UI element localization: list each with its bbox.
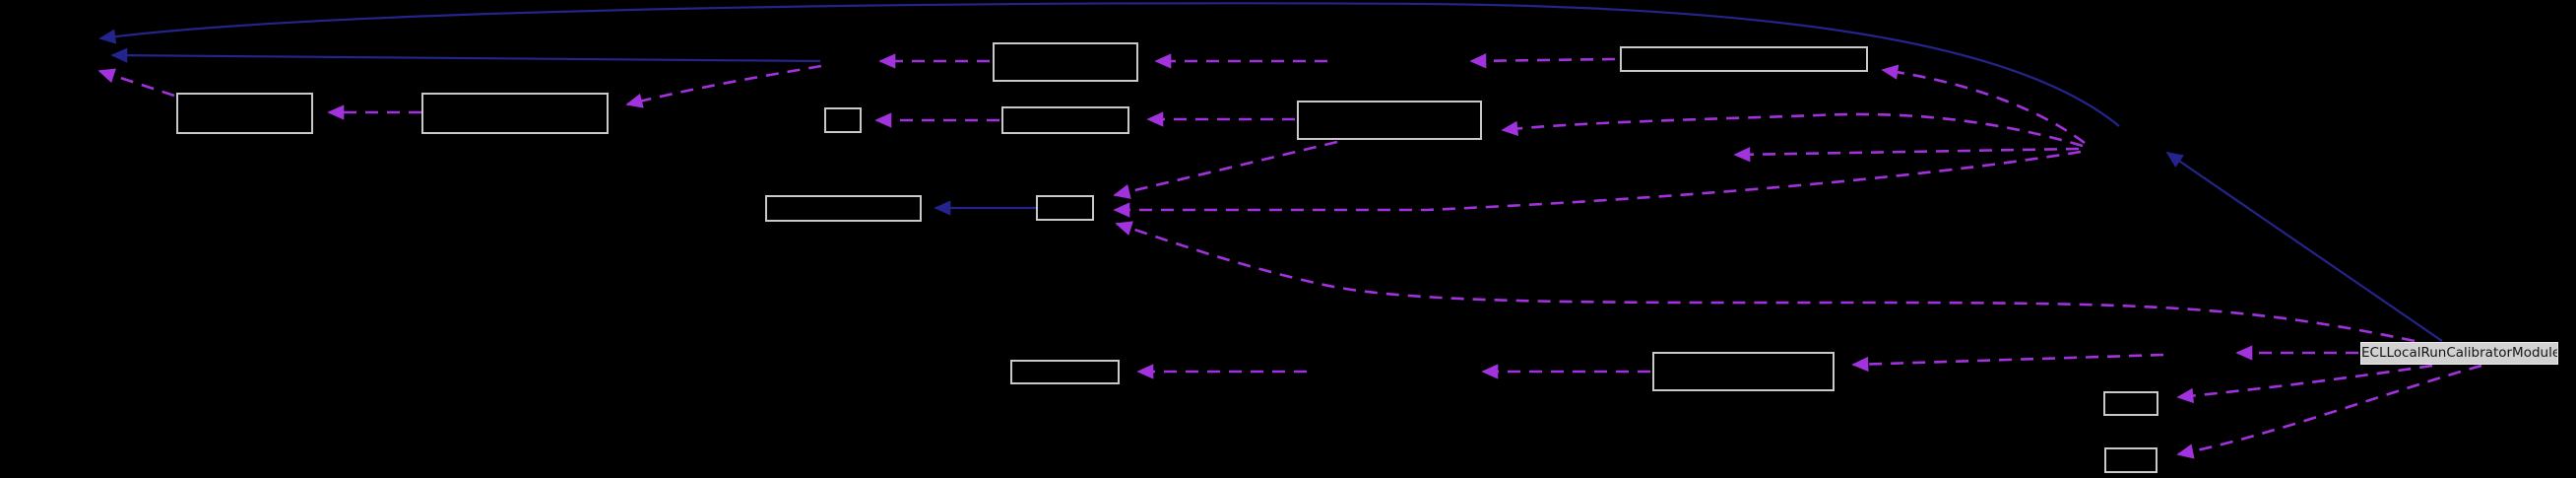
class-node-n[interactable] <box>2104 447 2157 473</box>
edge-hidden-hub-v-to-node-k <box>1851 353 2164 373</box>
class-node-j[interactable] <box>1010 360 1120 384</box>
class-node-main[interactable]: ECLLocalRunCalibratorModule <box>2360 342 2558 365</box>
class-node-k[interactable] <box>1652 352 1835 391</box>
class-node-m[interactable] <box>2103 391 2158 416</box>
edge-node-g-to-hidden-hub-z <box>1469 53 1616 69</box>
edge-hidden-right-hub-to-offscreen-left <box>98 2 2120 127</box>
edge-node-f-to-node-i <box>1113 140 1338 199</box>
edge-main-to-hidden-right-hub <box>2165 152 2443 342</box>
edge-main-to-node-i <box>1115 221 2415 343</box>
class-node-c[interactable] <box>993 42 1138 82</box>
edge-hidden-right-hub-to-node-i <box>1113 150 2082 218</box>
edge-hidden-right-hub-to-hidden-hub-u <box>1733 147 2080 163</box>
class-node-d[interactable] <box>824 107 862 133</box>
class-node-g[interactable] <box>1620 46 1868 72</box>
class-node-h[interactable] <box>765 195 922 222</box>
edge-hidden-top-hub-to-offscreen-left <box>110 47 821 63</box>
edge-hidden-right-hub-to-node-f <box>1501 112 2084 148</box>
edge-hidden-right-hub-to-node-g <box>1881 64 2086 145</box>
class-node-f[interactable] <box>1297 101 1482 140</box>
class-node-a[interactable] <box>176 93 313 134</box>
edge-hidden-top-hub-to-node-b <box>625 64 822 108</box>
edge-main-to-node-n <box>2176 364 2482 459</box>
class-node-i[interactable] <box>1036 195 1094 221</box>
class-node-e[interactable] <box>1001 106 1129 134</box>
edge-main-to-node-m <box>2176 364 2433 404</box>
edge-node-a-to-offscreen-left <box>97 68 175 98</box>
edges-group <box>97 2 2482 459</box>
class-node-b[interactable] <box>421 93 609 134</box>
